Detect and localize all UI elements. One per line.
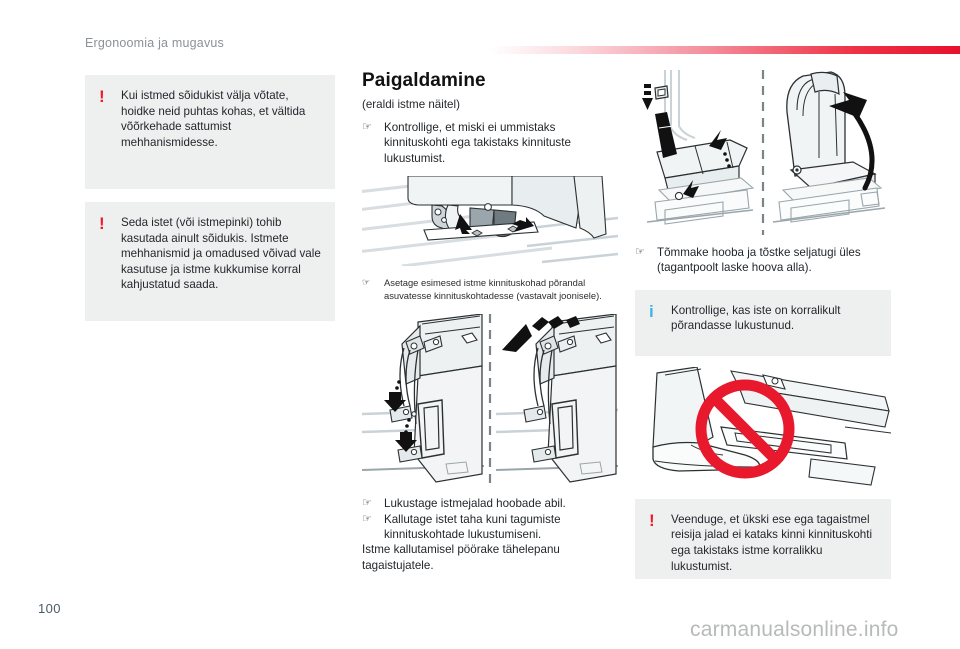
section-title: Ergonoomia ja mugavus xyxy=(85,36,224,50)
warning-box-text: Kui istmed sõidukist välja võtate, hoidk… xyxy=(121,89,306,149)
figure-graphic xyxy=(635,70,891,235)
middle-column: Paigaldamine (eraldi istme näitel) ☞ Kon… xyxy=(362,70,618,573)
warning-box-text: Seda istet (või istmepinki) tohib kasuta… xyxy=(121,216,321,292)
figure-caption-text: Asetage esimesed istme kinnituskohad põr… xyxy=(384,277,602,302)
pointing-hand-icon: ☞ xyxy=(635,246,645,258)
page-title: Paigaldamine xyxy=(362,70,486,91)
info-box-seat-locked: i Kontrollige, kas iste on korralikult p… xyxy=(635,289,891,356)
figure-graphic xyxy=(362,314,618,485)
seat-leg-locking-two-panel-figure xyxy=(362,314,618,485)
pointing-hand-icon: ☞ xyxy=(362,512,372,525)
left-column: ! Kui istmed sõidukist välja võtate, hoi… xyxy=(85,75,335,321)
header-red-rule xyxy=(490,46,960,54)
warning-box-obstruction: ! Veenduge, et ükski ese ega tagaistmel … xyxy=(635,498,891,579)
seat-floor-anchor-points-figure xyxy=(362,176,618,267)
instruction-item: ☞ Lukustage istmejalad hoobade abil. xyxy=(362,496,618,511)
page-number: 100 xyxy=(38,601,61,616)
instruction-item: ☞ Kallutage istet taha kuni tagumiste ki… xyxy=(362,512,618,543)
instruction-item: ☞ Kontrollige, et miski ei ummistaks kin… xyxy=(362,120,618,166)
warning-box-text: Veenduge, et ükski ese ega tagaistmel re… xyxy=(671,512,873,573)
pointing-hand-icon: ☞ xyxy=(362,277,371,288)
info-i-icon: i xyxy=(649,301,654,321)
instruction-item: ☞ Tõmmake hooba ja tõstke seljatugi üles… xyxy=(635,245,891,276)
warning-exclamation-icon: ! xyxy=(99,87,105,106)
instruction-text: Kontrollige, et miski ei ummistaks kinni… xyxy=(384,121,571,165)
page-subtitle: (eraldi istme näitel) xyxy=(362,98,460,111)
figure-caption: ☞ Asetage esimesed istme kinnituskohad p… xyxy=(362,276,618,302)
seat-backrest-raise-two-panel-figure xyxy=(635,70,891,235)
pointing-hand-icon: ☞ xyxy=(362,121,372,133)
closing-note: Istme kallutamisel pöörake tähelepanu ta… xyxy=(362,543,560,572)
info-box-text: Kontrollige, kas iste on korralikult põr… xyxy=(671,303,841,333)
page-header: Ergonoomia ja mugavus xyxy=(0,0,960,62)
figure-graphic xyxy=(635,366,891,489)
warning-exclamation-icon: ! xyxy=(99,214,105,233)
instruction-text: Kallutage istet taha kuni tagumiste kinn… xyxy=(384,512,561,542)
warning-exclamation-icon: ! xyxy=(649,510,655,530)
no-foot-on-seat-rail-prohibition-figure xyxy=(635,366,891,489)
pointing-hand-icon: ☞ xyxy=(362,497,372,510)
warning-box-seat-usage: ! Seda istet (või istmepinki) tohib kasu… xyxy=(85,202,335,321)
figure-graphic xyxy=(362,176,618,267)
watermark: carmanualsonline.info xyxy=(690,618,899,641)
right-column: ☞ Tõmmake hooba ja tõstke seljatugi üles… xyxy=(635,70,891,579)
warning-box-seat-storage: ! Kui istmed sõidukist välja võtate, hoi… xyxy=(85,75,335,189)
instruction-text: Lukustage istmejalad hoobade abil. xyxy=(384,497,566,511)
instruction-text: Tõmmake hooba ja tõstke seljatugi üles (… xyxy=(657,246,861,275)
